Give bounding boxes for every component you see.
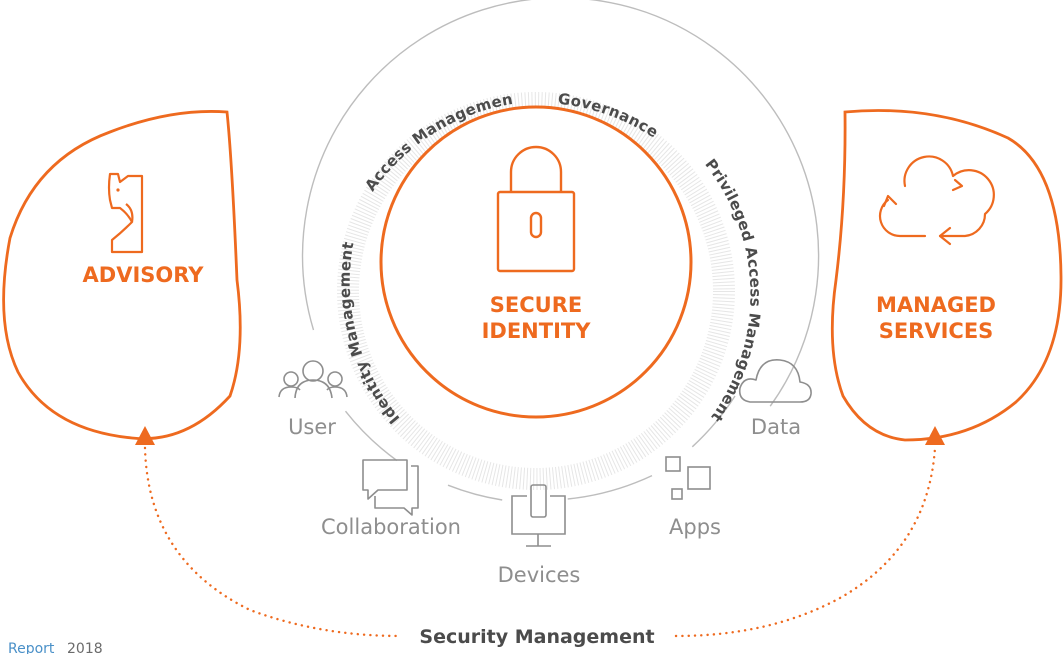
security-management-label: Security Management <box>419 626 654 648</box>
app-squares-icon <box>665 456 711 500</box>
advisory-circle <box>2 110 242 441</box>
chat-bubbles-icon <box>362 459 419 516</box>
padlock-icon <box>496 145 576 273</box>
footer-report-link[interactable]: Report <box>8 641 55 654</box>
advisory-label: ADVISORY <box>83 263 205 287</box>
arrowhead-left <box>135 426 155 445</box>
connector-collab-devices <box>447 484 503 501</box>
tick-ring <box>337 92 735 490</box>
connector-devices-apps <box>567 474 653 500</box>
connector-user-collab <box>344 410 398 462</box>
security-management-connector <box>135 426 945 638</box>
cloud-cycle-icon <box>878 155 995 246</box>
footer-year: 2018 <box>67 641 103 654</box>
cloud-icon <box>738 359 812 403</box>
dotted-arc-left <box>143 446 402 638</box>
endpoint-label-collaboration: Collaboration <box>321 515 461 539</box>
endpoint-label-user: User <box>288 415 336 439</box>
managed-services-line1: MANAGED <box>876 293 996 317</box>
center-title-line1: SECURE <box>490 293 582 317</box>
managed-services-circle <box>830 109 1063 442</box>
endpoint-label-apps: Apps <box>669 515 721 539</box>
knight-chess-icon <box>107 172 144 254</box>
center-circle <box>379 105 693 419</box>
dotted-arc-right <box>674 446 937 638</box>
managed-services-line2: SERVICES <box>879 319 994 343</box>
ring-connectors <box>344 395 736 501</box>
center-title-line2: IDENTITY <box>482 319 592 343</box>
connector-apps-data <box>691 395 736 448</box>
users-group-icon <box>278 360 348 399</box>
endpoint-label-data: Data <box>751 415 801 439</box>
endpoint-label-devices: Devices <box>498 563 581 587</box>
arrowhead-right <box>925 426 945 445</box>
monitor-phone-icon <box>511 484 566 547</box>
outer-ring <box>301 0 820 407</box>
